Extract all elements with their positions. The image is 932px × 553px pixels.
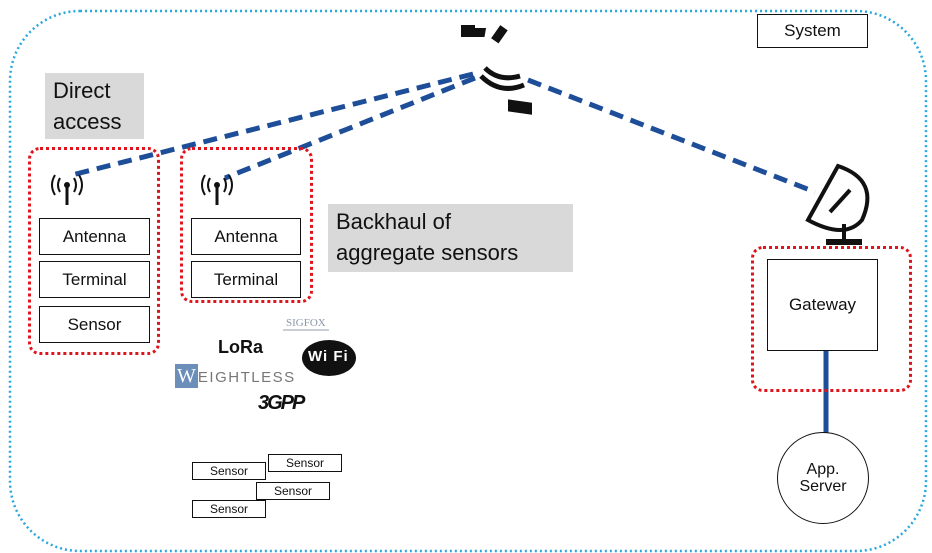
direct-access-group (28, 147, 160, 355)
aggregated-sensor-box: Sensor (268, 454, 342, 472)
link-satellite-groundstation (527, 77, 816, 195)
antenna-signal-icon (201, 174, 233, 205)
wifi-logo: Wi Fi (308, 348, 349, 365)
app-server-circle: App. Server (777, 432, 869, 524)
satellite-icon (461, 25, 532, 115)
gateway-box: Gateway (767, 259, 878, 351)
aggregated-sensor-box: Sensor (256, 482, 330, 500)
sigfox-logo: SIGFOX (283, 317, 329, 331)
weightless-rest: EIGHTLESS (197, 369, 296, 386)
3gpp-logo: 3GPP (258, 392, 305, 414)
aggregated-sensor-box: Sensor (192, 500, 266, 518)
satellite-dish-icon (805, 163, 870, 245)
lora-logo: LoRa (218, 337, 263, 357)
direct-terminal-box: Terminal (39, 261, 150, 298)
backhaul-label: Backhaul of aggregate sensors (328, 204, 573, 272)
wifi-logo-shape (302, 340, 356, 376)
direct-access-label: Direct access (45, 73, 144, 139)
direct-antenna-box: Antenna (39, 218, 150, 255)
weightless-initial: W (175, 364, 198, 388)
backhaul-group (180, 147, 313, 303)
gateway-group (751, 246, 912, 392)
weightless-logo: W EIGHTLESS (175, 364, 296, 388)
antenna-signal-icon (51, 174, 83, 205)
system-label: System (757, 14, 868, 48)
link-satellite-backhaul (224, 75, 476, 181)
backhaul-terminal-box: Terminal (191, 261, 301, 298)
backhaul-antenna-box: Antenna (191, 218, 301, 255)
system-boundary (8, 9, 928, 553)
aggregated-sensor-box: Sensor (192, 462, 266, 480)
link-satellite-direct (67, 71, 474, 179)
direct-sensor-box: Sensor (39, 306, 150, 343)
